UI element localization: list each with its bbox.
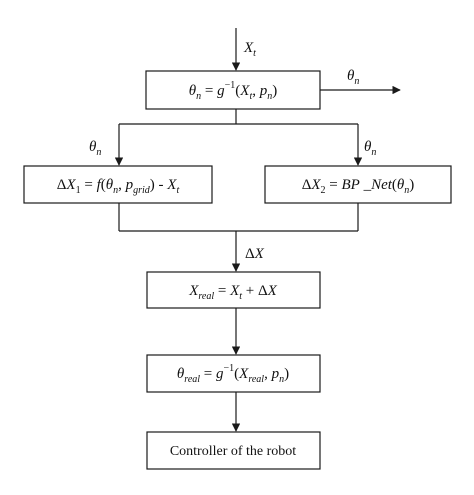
inverse-kinematics-text: θn = g−1(Xt, pn) — [189, 80, 277, 102]
real-angle-box — [146, 354, 321, 393]
real-position-text: Xreal = Xt + ΔX — [188, 283, 277, 302]
delta-label: ΔX — [245, 246, 265, 262]
real-angle-text: θreal = g−1(Xreal, pn) — [177, 363, 289, 385]
theta-right-label: θn — [364, 139, 376, 158]
real-position-box — [146, 271, 321, 309]
bp-net-box — [264, 165, 452, 204]
input-label: Xt — [243, 40, 256, 59]
grid-error-text: ΔX1 = f(θn, pgrid) - Xt — [57, 177, 180, 196]
theta-left-label: θn — [89, 139, 101, 158]
controller-box — [146, 431, 321, 470]
grid-error-box — [23, 165, 213, 204]
theta-output-label: θn — [347, 68, 359, 87]
controller-label: Controller of the robot — [170, 444, 296, 459]
bp-net-text: ΔX2 = BP _Net(θn) — [302, 177, 415, 196]
